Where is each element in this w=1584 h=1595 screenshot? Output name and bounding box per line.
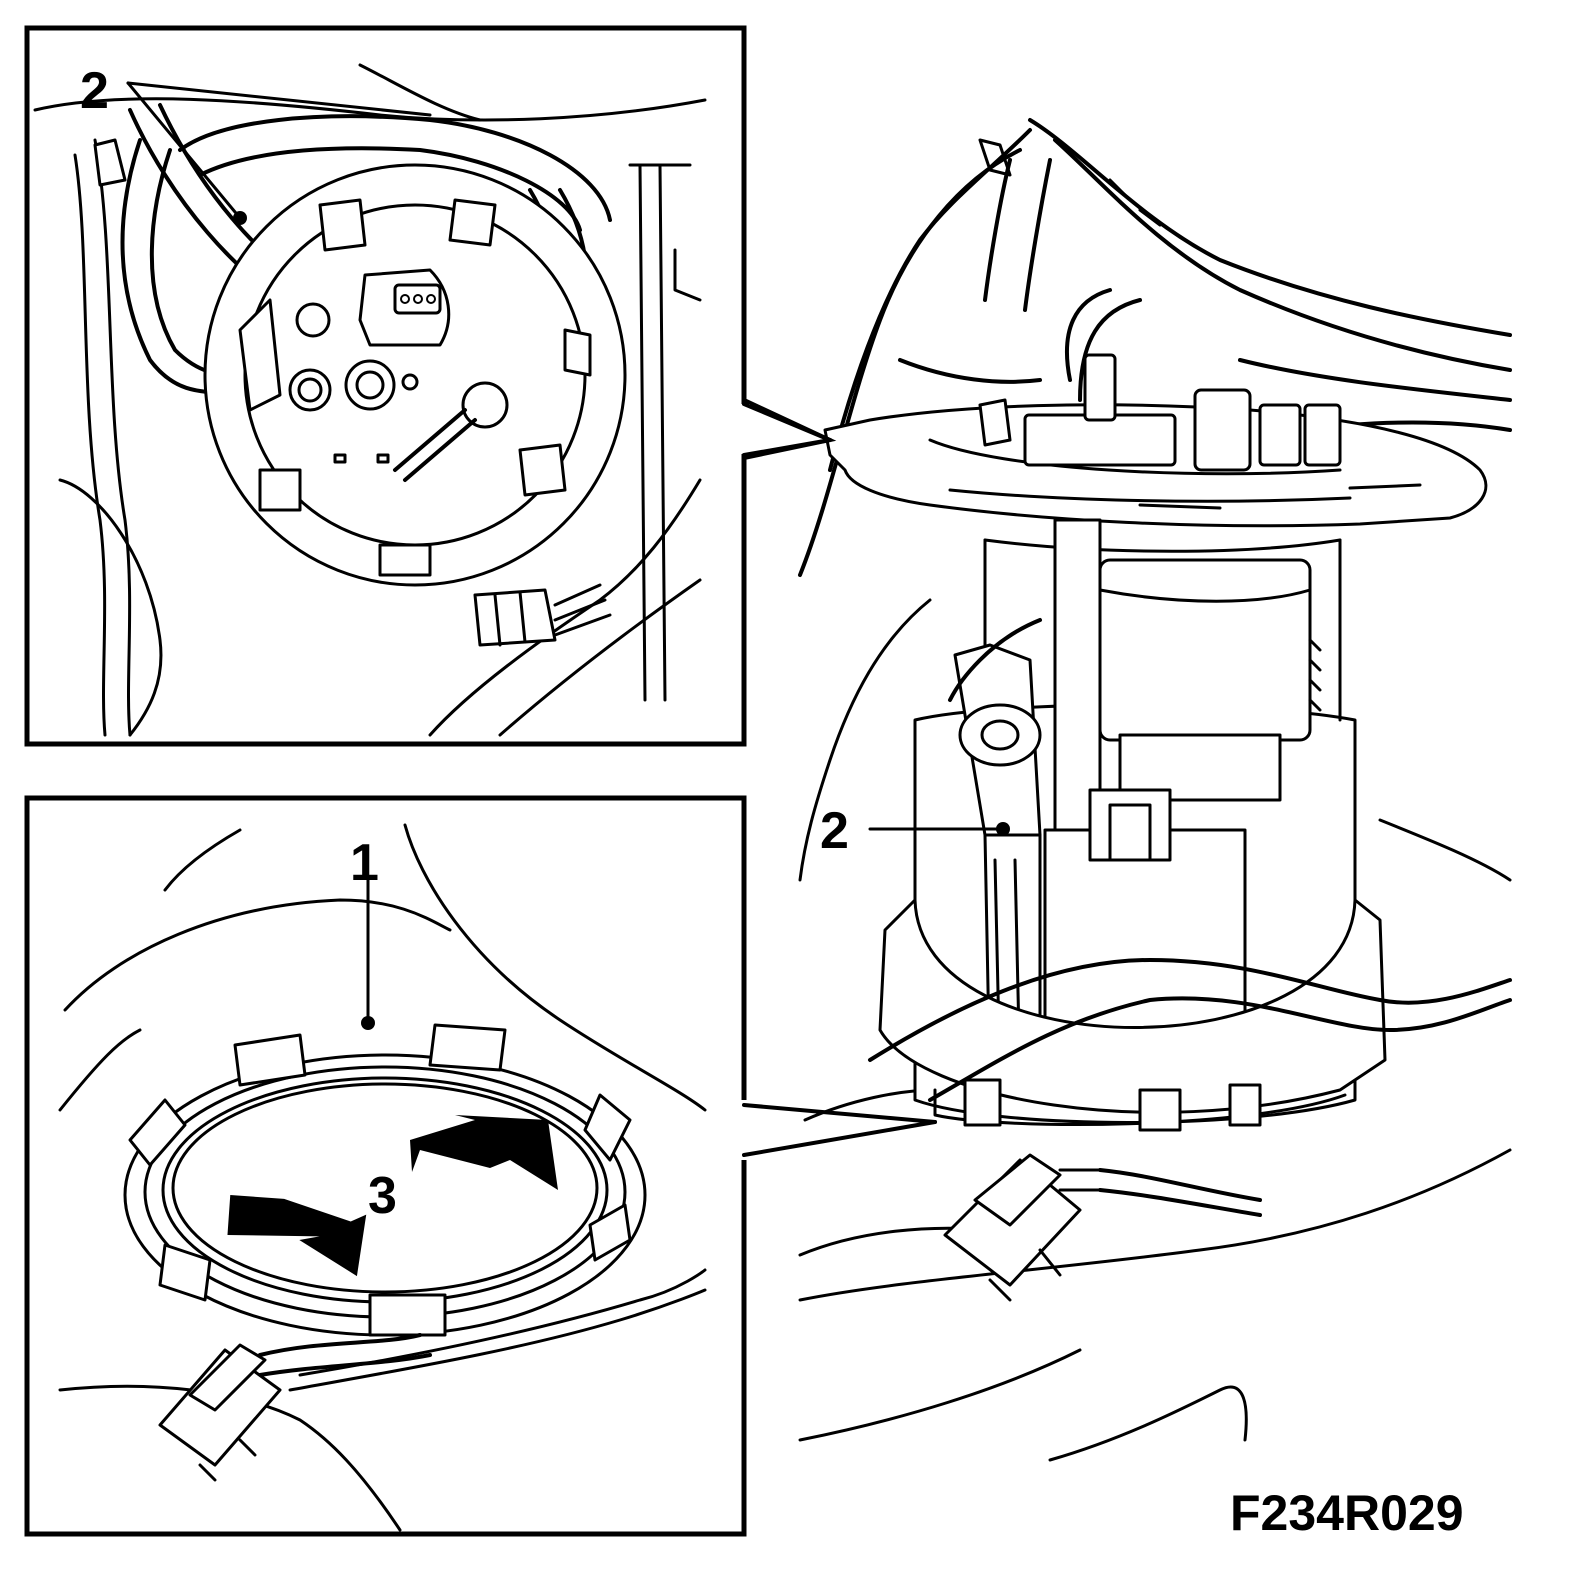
fuel-hoses xyxy=(798,118,1512,577)
rotation-arrows xyxy=(227,1115,558,1277)
wiring-harness xyxy=(868,958,1512,1302)
callout-3-label: 3 xyxy=(368,1167,397,1225)
inset-top-view: 2 xyxy=(24,25,837,747)
callout-2-inset: 2 xyxy=(80,62,432,225)
callout-1-label: 1 xyxy=(350,834,379,892)
main-view: 2 F234R029 xyxy=(798,118,1512,1541)
callout-2-main-label: 2 xyxy=(820,802,849,860)
tank-contours xyxy=(798,598,1512,1462)
callout-1: 1 xyxy=(350,834,379,1030)
figure-code: F234R029 xyxy=(1230,1485,1464,1541)
callout-2-main: 2 xyxy=(820,802,1010,860)
pump-flange xyxy=(823,353,1488,528)
inset-locking-ring: 1 3 xyxy=(24,795,937,1537)
pump-body xyxy=(878,518,1387,1132)
callout-2-inset-label: 2 xyxy=(80,62,109,120)
